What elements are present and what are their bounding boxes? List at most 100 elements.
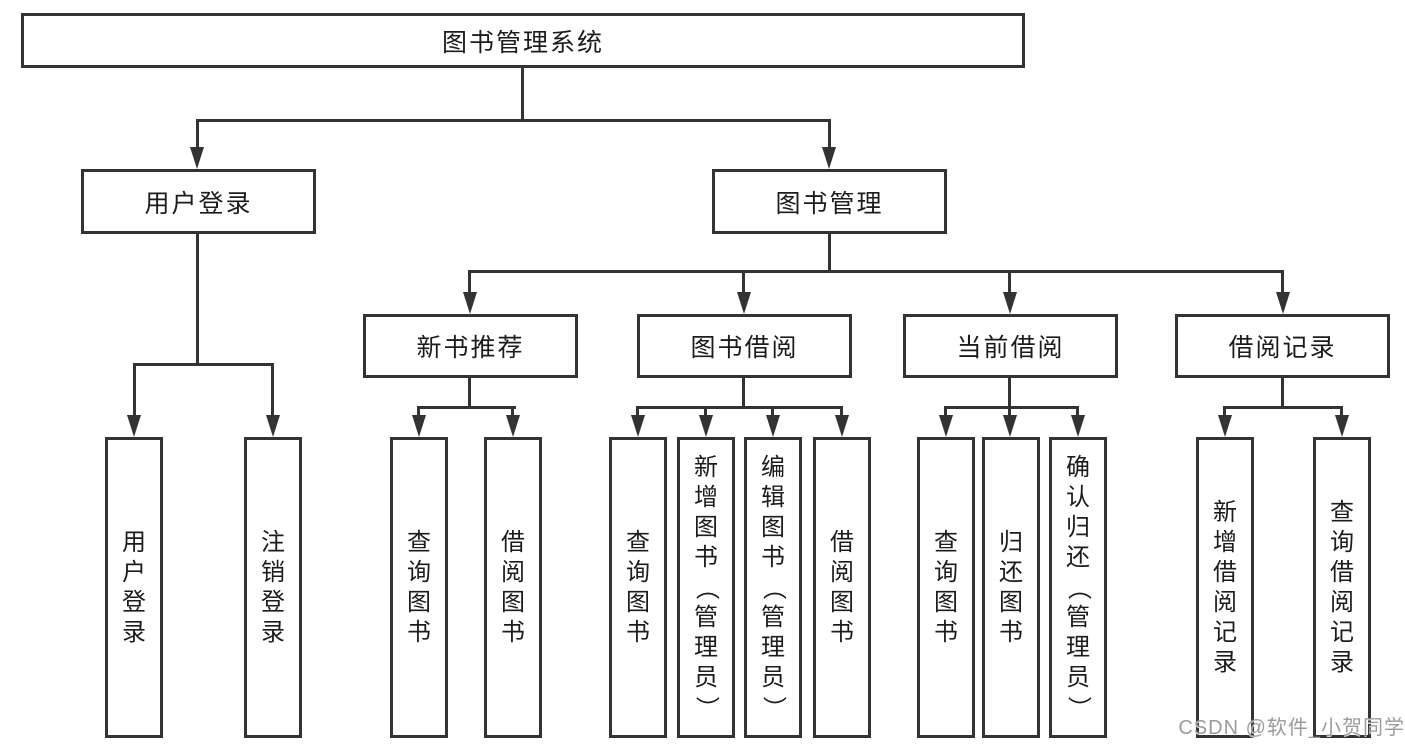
leaf-label-char: 借 (501, 528, 525, 556)
leaf-label-char: 书 (999, 618, 1023, 646)
leaf-label-char: 图 (830, 588, 854, 616)
arrow-down (266, 415, 280, 437)
leaf-label-char: 询 (934, 558, 958, 586)
leaf-add-borrow-record: 新增借阅记录 (1196, 437, 1254, 738)
node-library-management-system: 图书管理系统 (21, 13, 1025, 68)
leaf-label-char: 图 (761, 513, 785, 541)
connector-line (828, 234, 831, 272)
leaf-label-char: 登 (122, 588, 146, 616)
leaf-label-char: 书 (407, 618, 431, 646)
leaf-label-char: ） (760, 695, 787, 720)
leaf-add-book-admin: 新增图书（管理员） (677, 437, 735, 738)
leaf-label-char: 书 (934, 618, 958, 646)
node-label: 图书管理 (775, 189, 884, 218)
node-current-borrowing: 当前借阅 (903, 314, 1118, 378)
leaf-label-char: 询 (407, 558, 431, 586)
leaf-label-char: 户 (122, 558, 146, 586)
leaf-label-char: 注 (261, 528, 285, 556)
leaf-label-char: 录 (122, 618, 146, 646)
connector-line (840, 406, 843, 418)
leaf-label-char: （ (693, 575, 720, 600)
node-label: 新书推荐 (416, 334, 525, 362)
leaf-query-book-recommend: 查询图书 (390, 437, 448, 738)
leaf-edit-book-admin: 编辑图书（管理员） (744, 437, 802, 738)
node-label: 借阅记录 (1228, 334, 1337, 362)
leaf-label-char: 询 (1330, 528, 1354, 556)
leaf-borrow-book-recommend: 借阅图书 (484, 437, 542, 738)
leaf-label-char: 图 (501, 588, 525, 616)
connector-line (1223, 406, 1226, 418)
leaf-label-char: 辑 (761, 483, 785, 511)
leaf-confirm-return-admin: 确认归还（管理员） (1049, 437, 1107, 738)
leaf-label-char: 还 (1066, 543, 1090, 571)
connector-line (271, 363, 274, 417)
node-label: 用户登录 (144, 189, 253, 218)
leaf-label-char: 图 (694, 513, 718, 541)
arrow-down (939, 415, 953, 437)
connector-line (828, 119, 831, 149)
leaf-label-char: 阅 (830, 558, 854, 586)
leaf-label-char: ） (693, 695, 720, 720)
connector-line (771, 406, 774, 418)
leaf-label-char: 阅 (1330, 588, 1354, 616)
connector-line (468, 270, 471, 294)
connector-line (944, 406, 947, 418)
node-label: 图书借阅 (690, 334, 799, 362)
leaf-label-char: 借 (1213, 558, 1237, 586)
leaf-label-char: 图 (407, 588, 431, 616)
leaf-label-char: 记 (1213, 618, 1237, 646)
arrow-down (506, 415, 520, 437)
connector-line (944, 406, 1079, 409)
arrow-down (1335, 415, 1349, 437)
connector-line (1281, 270, 1284, 294)
connector-line (196, 119, 830, 122)
connector-line (1008, 406, 1011, 418)
leaf-label-char: 图 (626, 588, 650, 616)
connector-line (133, 363, 136, 417)
arrow-down (766, 415, 780, 437)
connector-line (196, 119, 199, 149)
connector-line (742, 378, 745, 409)
connector-line (1281, 378, 1284, 409)
arrow-down (699, 415, 713, 437)
connector-line (1008, 378, 1011, 409)
leaf-label-char: 确 (1066, 453, 1090, 481)
connector-line (636, 406, 639, 418)
csdn-watermark: CSDN @软件_小贺同学 (1178, 717, 1405, 739)
leaf-label-char: 登 (261, 588, 285, 616)
leaf-label-char: 还 (999, 558, 1023, 586)
leaf-label-char: 认 (1066, 483, 1090, 511)
leaf-label-char: 书 (761, 543, 785, 571)
arrow-down (1276, 292, 1290, 314)
arrow-down (835, 415, 849, 437)
leaf-label-char: 录 (261, 618, 285, 646)
node-book-borrowing: 图书借阅 (637, 314, 852, 378)
node-label: 图书管理系统 (441, 28, 604, 57)
leaf-label-char: 管 (694, 603, 718, 631)
node-book-management: 图书管理 (712, 169, 947, 234)
node-borrowing-records: 借阅记录 (1175, 314, 1390, 378)
leaf-query-book-current: 查询图书 (917, 437, 975, 738)
leaf-label-char: 理 (694, 633, 718, 661)
node-user-login: 用户登录 (81, 169, 316, 234)
arrow-down (1003, 292, 1017, 314)
connector-line (1340, 406, 1343, 418)
leaf-label-char: 理 (761, 633, 785, 661)
arrow-down (127, 415, 141, 437)
leaf-return-book: 归还图书 (982, 437, 1040, 738)
leaf-label-char: 编 (761, 453, 785, 481)
leaf-label-char: 员 (694, 663, 718, 691)
leaf-query-book-borrowing: 查询图书 (609, 437, 667, 738)
leaf-label-char: （ (1065, 575, 1092, 600)
leaf-label-char: 阅 (501, 558, 525, 586)
connector-line (417, 406, 516, 409)
leaf-label-char: 管 (761, 603, 785, 631)
leaf-label-char: 归 (999, 528, 1023, 556)
arrow-down (822, 147, 836, 169)
connector-line (468, 270, 1284, 273)
leaf-label-char: 员 (1066, 663, 1090, 691)
arrow-down (412, 415, 426, 437)
leaf-label-char: 询 (626, 558, 650, 586)
leaf-label-char: 查 (407, 528, 431, 556)
leaf-borrow-book: 借阅图书 (813, 437, 871, 738)
